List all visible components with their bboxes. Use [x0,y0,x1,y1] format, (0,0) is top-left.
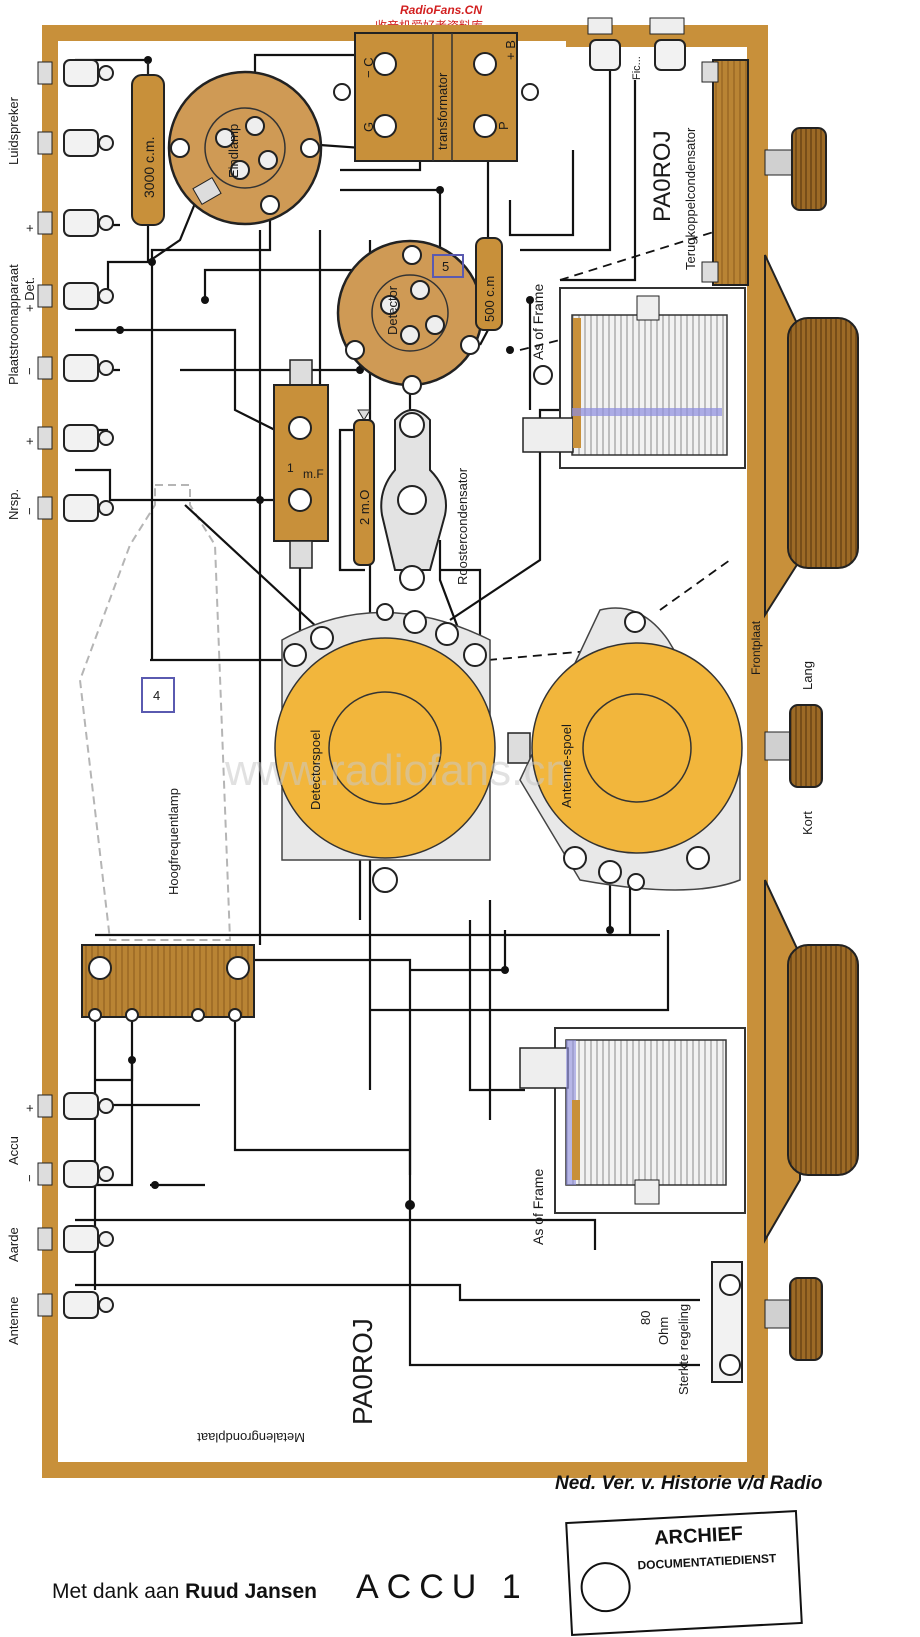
label-nrsp: Nrsp. [6,489,21,520]
credit-line: Met dank aan Ruud Jansen [52,1580,317,1604]
box-5 [432,254,464,278]
terminal-det [37,282,114,310]
label-as-of-frame-bottom: As of Frame [530,1169,546,1245]
component-labels: 3000 c.m. Eindlamp transformator − C + B… [141,40,815,1445]
antennespoel [519,607,743,891]
label-trans-g: G [361,122,376,132]
site-header: RadioFans.CN [400,3,482,17]
label-pa0roj-bottom: PA0ROJ [347,1318,378,1425]
terminal-accu-plus [37,1092,114,1120]
label-accu-plus: + [22,1104,37,1112]
organization: Ned. Ver. v. Historie v/d Radio [555,1473,823,1494]
knob-volume [764,1277,823,1361]
label-hoogfrequentlamp: Hoogfrequentlamp [166,788,181,895]
label-eindlamp: Eindlamp [226,124,241,178]
label-terugkoppel: Terugkoppelcondensator [683,127,698,270]
label-accu: Accu [6,1136,21,1165]
knob-terugkoppel [764,127,827,211]
coil-coupling [507,732,531,764]
grid-leak-resistor [353,409,375,566]
label-box-4: 4 [153,688,160,703]
stamp-emblem [579,1560,632,1614]
label-cap-mf: m.F [303,467,324,481]
label-trans-b: + B [503,40,518,60]
box-4 [141,677,175,713]
label-box-5: 5 [442,259,449,274]
label-ohm: Ohm [656,1317,671,1345]
label-gridleak: 2 m.O [357,490,372,525]
archive-stamp: ARCHIEF DOCUMENTATIEDIENST [565,1510,803,1636]
label-trans-c: − C [361,57,376,78]
hf-lamp-base [81,944,255,1022]
label-accu-minus: − [22,1174,37,1182]
terminal-luidspreker-2 [37,129,114,157]
eindlamp-socket [167,70,323,226]
terminal-aarde [37,1225,114,1253]
wiring [75,40,700,1367]
terminal-nrsp-plus [37,424,114,452]
stamp-subtitle: DOCUMENTATIEDIENST [637,1551,777,1573]
label-aarde: Aarde [6,1227,21,1262]
terugkoppelcondensator [701,59,749,286]
label-as-of-frame-top: As of Frame [530,284,546,360]
terminal-plaat-plus [37,209,114,237]
terminal-plaat-minus [37,354,114,382]
label-pa0roj-top: PA0ROJ [649,130,676,222]
credit-name: Ruud Jansen [185,1580,317,1603]
roostercondensator [380,409,447,591]
label-detectorspoel: Detectorspoel [308,730,323,810]
variable-capacitor-bottom [519,1027,746,1214]
stamp-title: ARCHIEF [653,1522,744,1550]
label-cap-1: 1 [287,461,294,475]
label-resistor-3000: 3000 c.m. [141,137,157,198]
variable-capacitor-top [522,287,746,469]
label-nrsp-plus: + [22,437,37,445]
top-connectors [587,17,686,71]
label-kort: Kort [800,811,815,835]
terminal-posts [37,59,114,1319]
hf-lamp-outline [78,484,232,941]
resistor-500 [475,237,503,331]
detectorspoel [274,603,496,893]
label-sterkte: Sterkte regeling [676,1304,691,1395]
resistor-3000 [131,62,165,226]
label-plaat-plus: + [22,224,37,232]
label-resistor-500: 500 c.m [482,276,497,322]
label-trans-p: P [496,121,511,130]
dial-tuning-top [764,254,859,619]
label-nrsp-minus: − [22,507,37,515]
watermark: www.radiofans.cn [224,746,570,795]
label-frontplaat: Frontplaat [749,620,763,675]
label-antenne: Antenne [6,1297,21,1345]
label-plaat-minus: − [22,367,37,375]
rheostat [711,1261,743,1383]
label-lang: Lang [800,661,815,690]
terminal-nrsp-minus [37,494,114,522]
label-metalengrondplaat: Metalengrondplaat [197,1430,305,1445]
label-detector: Detector [385,285,400,335]
label-plaatstroom: Plaatstroomapparaat [6,264,21,385]
knob-lang-kort [764,704,823,788]
knobs [764,127,859,1361]
label-top-pin: Fic... [631,56,643,80]
label-luidspreker: Luidspreker [6,96,21,165]
label-roostercondensator: Roostercondensator [455,467,470,585]
terminal-labels: Luidspreker Plaatstroomapparaat + Det. +… [6,96,37,1345]
label-transformator: transformator [435,72,450,150]
dial-tuning-bottom [764,879,859,1244]
label-ohm80: 80 [638,1311,653,1325]
terminal-luidspreker-1 [37,59,114,87]
capacitor-1mf [273,359,329,569]
schematic-title: ACCU 1 [356,1568,529,1606]
transformator [333,32,539,162]
terminal-accu-minus [37,1160,114,1188]
credit-prefix: Met dank aan [52,1580,180,1603]
label-antennespoel: Antenne-spoel [559,724,574,808]
terminal-antenne [37,1291,114,1319]
label-det: + Det. [22,277,37,312]
front-panel [747,33,765,1470]
